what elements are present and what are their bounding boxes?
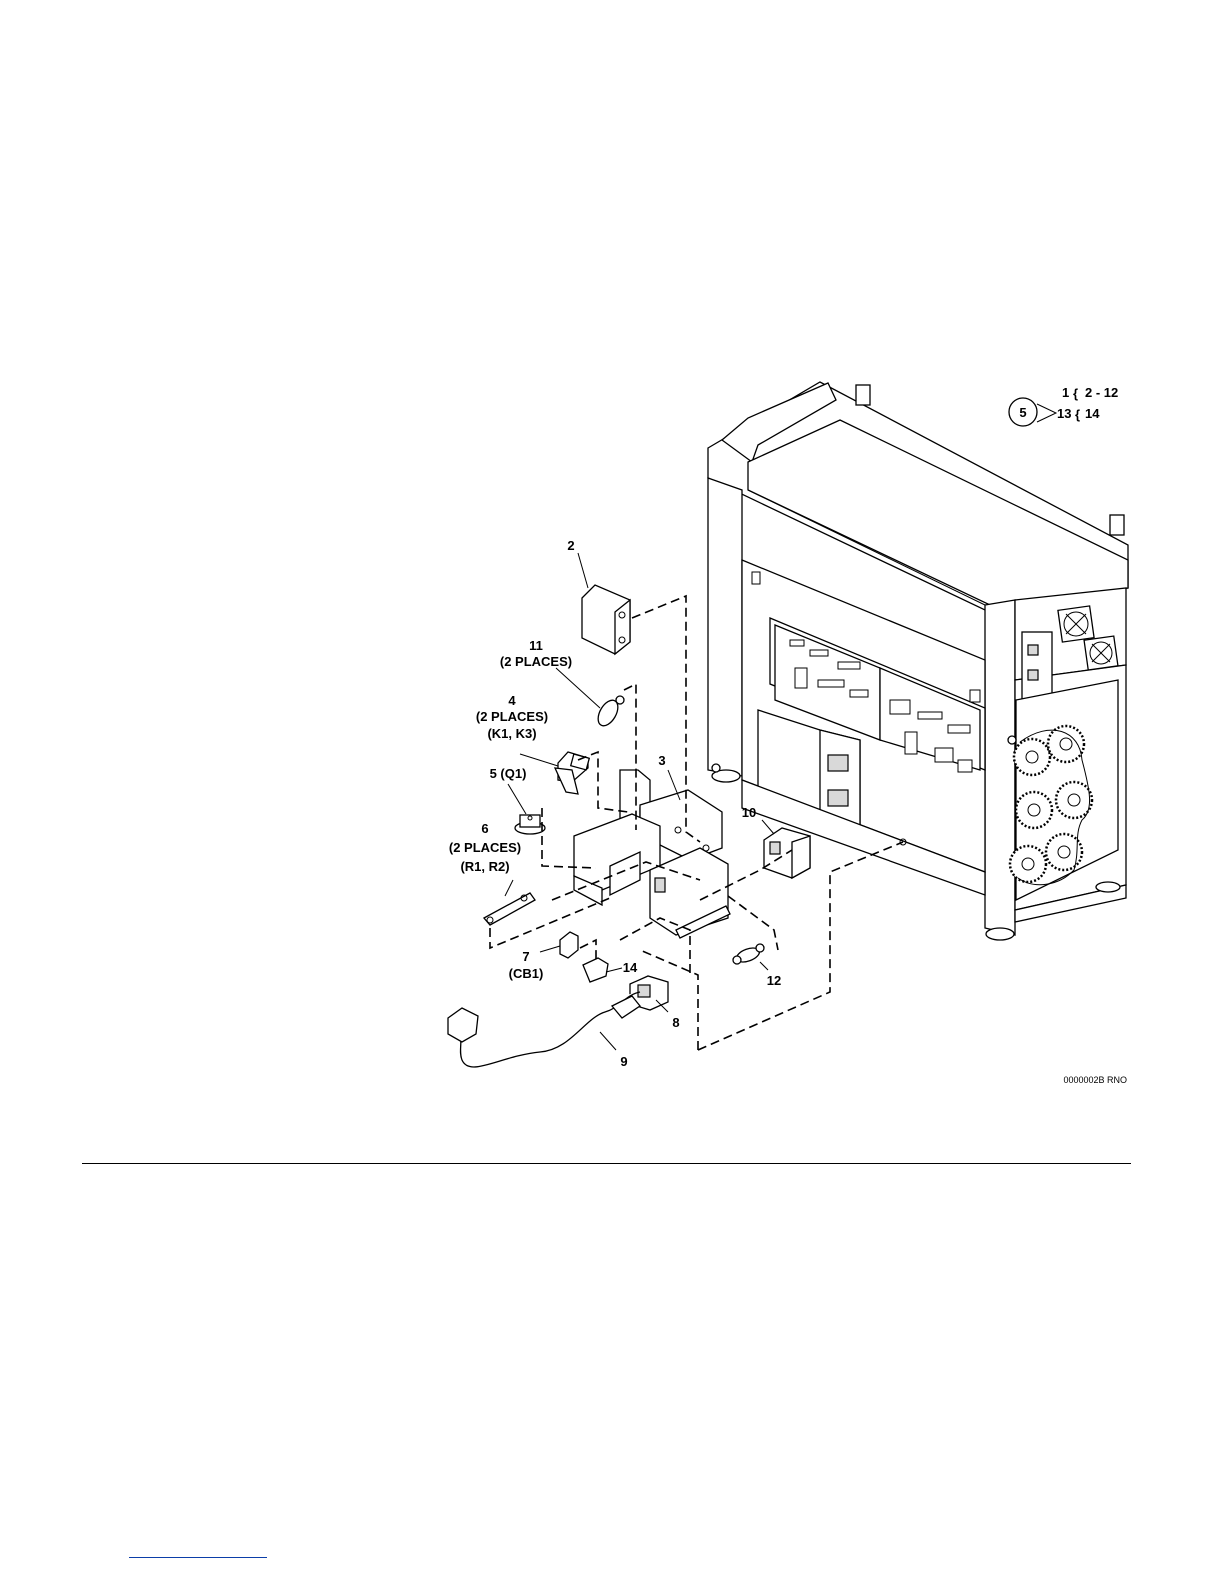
callout-14: 14: [623, 960, 638, 975]
callout-6-places: (2 PLACES): [449, 840, 521, 855]
callout-6-refs: (R1, R2): [460, 859, 509, 874]
footer-link-underline: [129, 1557, 267, 1558]
callout-12: 12: [767, 973, 781, 988]
callout-8: 8: [672, 1015, 679, 1030]
legend-circle-ref: 5: [1019, 405, 1026, 420]
callout-4-places: (2 PLACES): [476, 709, 548, 724]
legend-brace-icon: {: [1075, 407, 1080, 422]
callout-5: 5 (Q1): [490, 766, 527, 781]
assembly-legend: 5 1 { 2 - 12 13 { 14: [1009, 385, 1118, 426]
section-divider: [82, 1163, 1131, 1164]
callout-11: 11: [529, 638, 543, 653]
legend-brace-icon: {: [1073, 386, 1078, 401]
figure-code: 0000002B RNO: [1063, 1075, 1127, 1085]
callout-2: 2: [567, 538, 574, 553]
legend-row2-range: 14: [1085, 406, 1100, 421]
callout-7-ref: (CB1): [509, 966, 544, 981]
callout-7: 7: [522, 949, 529, 964]
legend-row1-range: 2 - 12: [1085, 385, 1118, 400]
callout-3: 3: [658, 753, 665, 768]
legend-row1-item: 1: [1062, 385, 1069, 400]
callout-11-places: (2 PLACES): [500, 654, 572, 669]
callout-4-refs: (K1, K3): [487, 726, 536, 741]
callout-6: 6: [481, 821, 488, 836]
legend-row2-item: 13: [1057, 406, 1071, 421]
callout-9: 9: [620, 1054, 627, 1069]
callout-10: 10: [742, 805, 756, 820]
callout-4: 4: [508, 693, 516, 708]
